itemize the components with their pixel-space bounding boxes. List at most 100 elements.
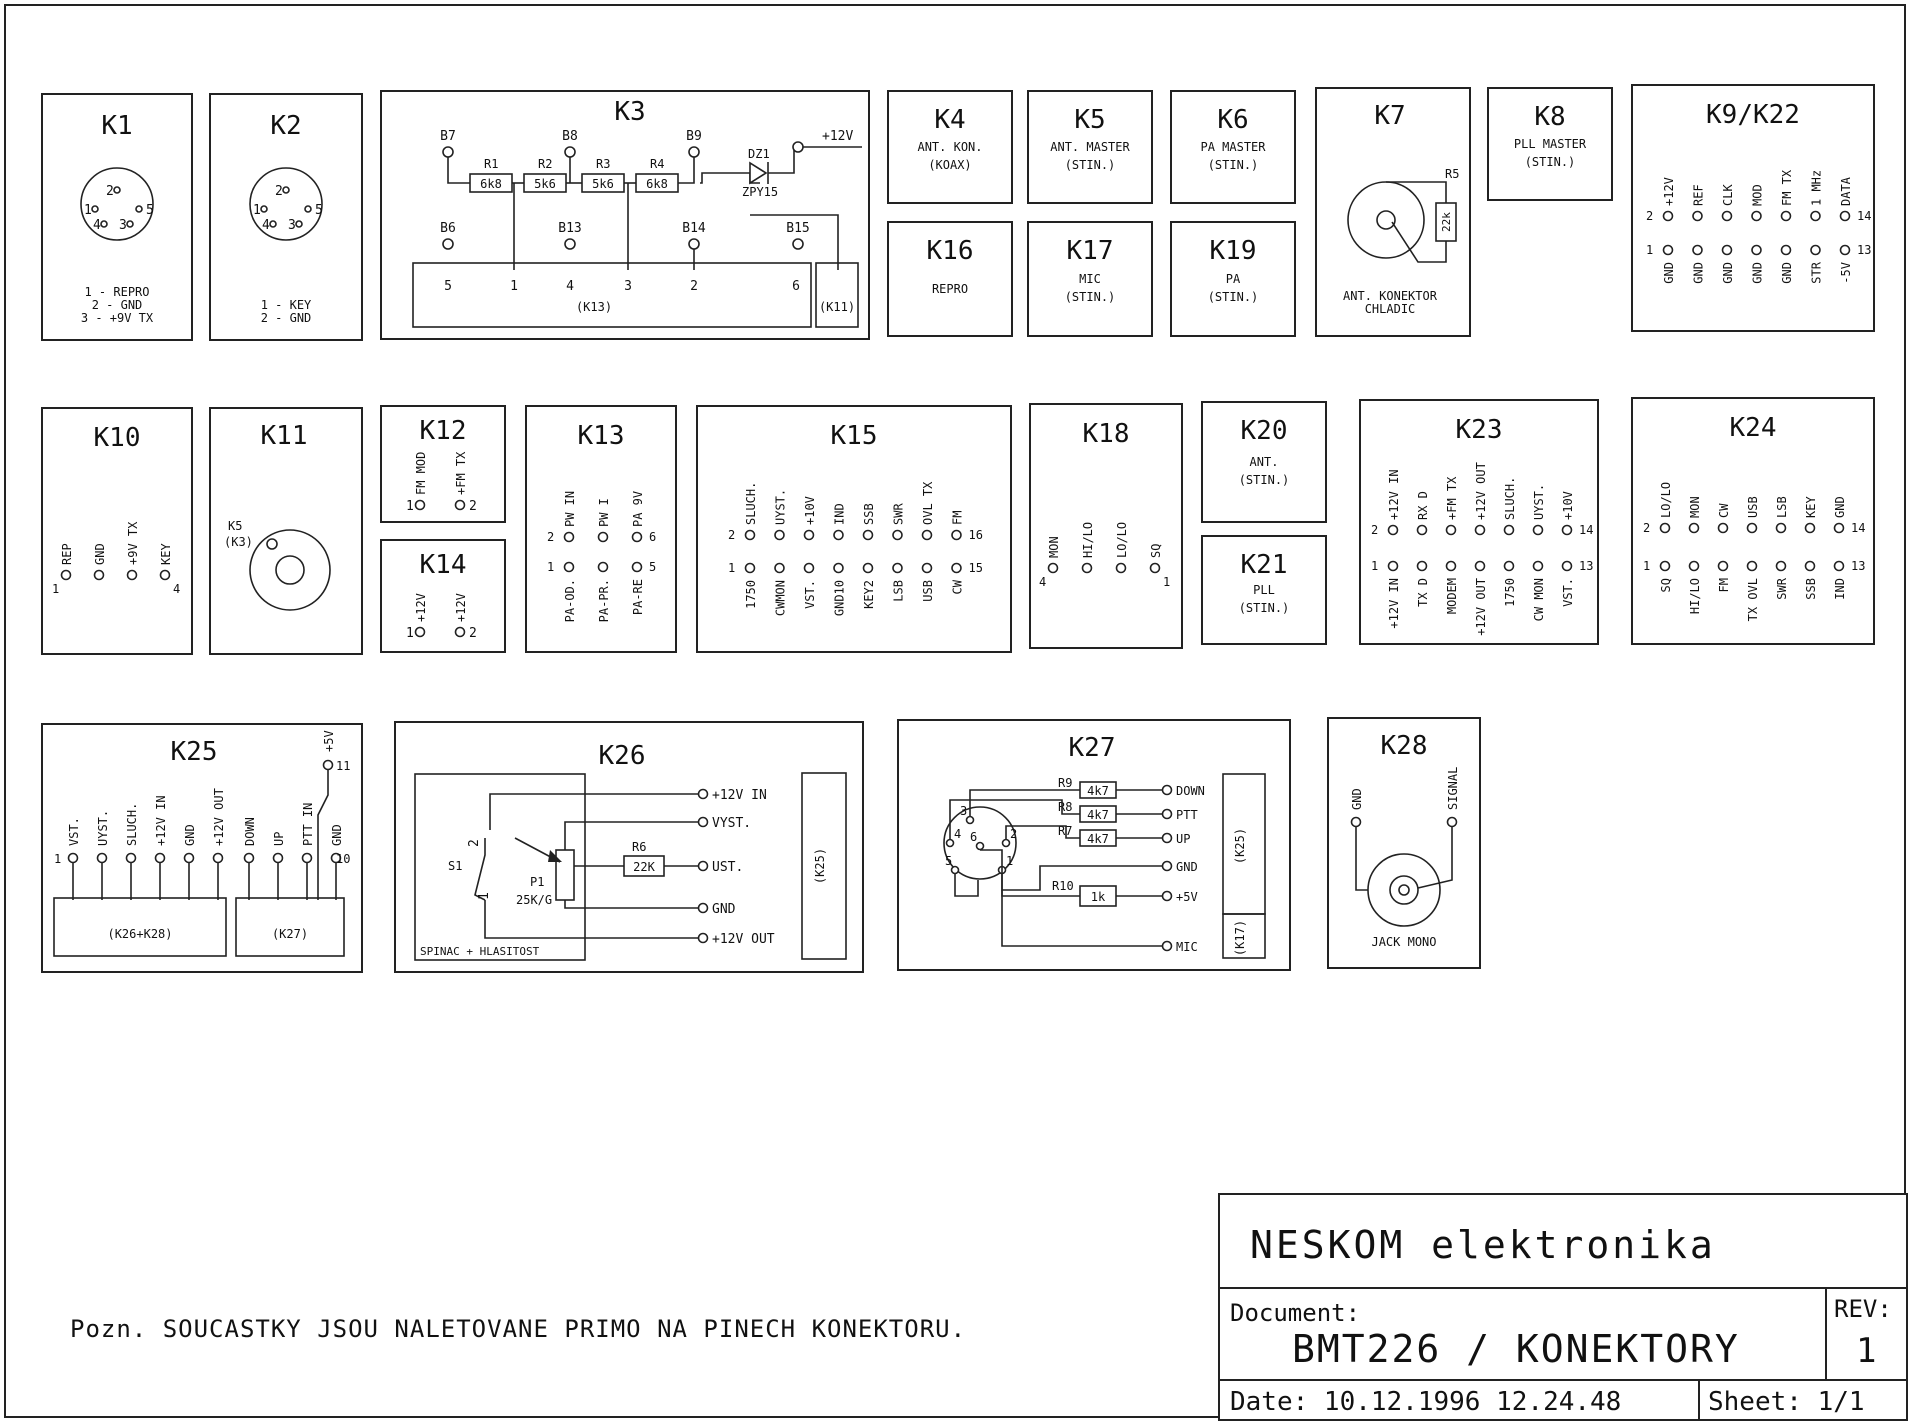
pin-number: 4 <box>954 827 961 841</box>
connector-description: REPRO <box>932 282 968 296</box>
connector-title: K11 <box>261 421 308 451</box>
pin-number: 1 <box>1163 575 1170 589</box>
pin-circle <box>330 852 342 864</box>
test-point <box>564 146 576 158</box>
pin-number: 13 <box>1851 559 1865 573</box>
supply-label: +12V <box>822 129 853 144</box>
connector-box <box>1327 717 1481 969</box>
pin-number: 1 <box>1643 559 1650 573</box>
output-label: +12V IN <box>712 788 767 803</box>
pin-circle <box>1804 560 1816 572</box>
connector-title: K6 <box>1217 105 1248 135</box>
box-label: (K13) <box>576 300 612 314</box>
pin-label: IND <box>833 503 847 525</box>
wire <box>750 214 839 270</box>
pin-number: 2 <box>547 530 554 544</box>
test-point <box>792 238 804 250</box>
pin-circle <box>921 562 933 574</box>
pin-label: CW <box>951 579 965 594</box>
pin-number: 1 <box>547 560 554 574</box>
connector-title: K20 <box>1241 416 1288 446</box>
connector-box <box>1315 87 1471 337</box>
pin-circle <box>1662 244 1674 256</box>
box-label: (K11) <box>819 300 855 314</box>
resistor-ref: R10 <box>1052 879 1074 893</box>
pin-label: SWR <box>1775 577 1789 599</box>
pin-number: 1 <box>54 852 61 866</box>
pin-label: MON <box>1688 496 1702 518</box>
din-pin <box>91 205 99 213</box>
pin-label: SIGNAL <box>1446 767 1460 810</box>
connector-box <box>1631 397 1875 645</box>
pin-label: GND <box>93 543 107 565</box>
pin-label: +12V IN <box>1387 578 1401 629</box>
pin-circle <box>1081 562 1093 574</box>
resistor-ref: R2 <box>538 157 552 171</box>
pin-label: HI/LO <box>1081 522 1095 558</box>
connector-title: K2 <box>270 111 301 141</box>
pin-number: 6 <box>970 830 977 844</box>
test-point-label: B13 <box>558 221 581 236</box>
connector-description: (STIN.) <box>1208 158 1259 172</box>
connector-box <box>1029 403 1183 649</box>
pin-label: FM MOD <box>414 452 428 495</box>
pin-circle <box>454 626 466 638</box>
pin-label: RX D <box>1416 491 1430 520</box>
connector-title: K26 <box>599 741 646 771</box>
pin-label: +12V IN <box>1387 469 1401 520</box>
pin-number: 11 <box>336 759 350 773</box>
connector-box <box>209 93 363 341</box>
connector-title: K12 <box>420 416 467 446</box>
box-label: (K17) <box>1233 920 1247 956</box>
resistor-ref: R6 <box>632 840 646 854</box>
connector-title: K3 <box>614 97 645 127</box>
pin-label: +12V IN <box>154 795 168 846</box>
pin-label: DATA <box>1839 176 1853 206</box>
connector-title: K9/K22 <box>1706 100 1800 130</box>
resistor-ref: R9 <box>1058 776 1072 790</box>
connector-box <box>887 221 1013 337</box>
pin-circle <box>212 852 224 864</box>
pin-circle <box>921 529 933 541</box>
pin-circle <box>862 529 874 541</box>
pin-circle <box>1416 560 1428 572</box>
pin-number: 2 <box>1643 521 1650 535</box>
pin-number: 2 <box>1646 209 1653 223</box>
k27-box <box>235 897 345 957</box>
pin-number: 16 <box>969 528 983 542</box>
pin-circle <box>951 562 962 574</box>
resistor-ref: R3 <box>596 157 610 171</box>
rev-label: REV: <box>1834 1295 1892 1323</box>
pin-number: 4 <box>173 582 180 596</box>
pin-circle <box>1387 560 1399 572</box>
pin-number: 6 <box>792 279 800 294</box>
pin-label: SSB <box>1804 578 1818 600</box>
pin-circle <box>1561 524 1573 536</box>
connector-description: PA MASTER <box>1200 140 1266 154</box>
connector-description: (STIN.) <box>1065 290 1116 304</box>
pin-circle <box>93 569 105 581</box>
pin-number: 13 <box>1579 559 1593 573</box>
din-pin <box>269 220 277 228</box>
connector-box <box>525 405 677 653</box>
pin-circle <box>951 529 962 541</box>
pin-circle <box>1804 522 1816 534</box>
box-label: SPINAC + HLASITOST <box>420 945 540 958</box>
pin-number: 4 <box>262 218 270 233</box>
output-terminal <box>697 860 709 872</box>
pin-number: 1 <box>728 561 735 575</box>
pin-label: IND <box>1833 578 1847 600</box>
resistor-value: 4k7 <box>1087 832 1109 846</box>
connector-description: ANT. KONEKTOR <box>1343 289 1438 303</box>
pin-label: UP <box>272 832 286 846</box>
pin-label: GND10 <box>833 580 847 616</box>
pin-circle <box>322 759 334 771</box>
pin-label: VST. <box>67 817 81 846</box>
resistor-ref: R5 <box>1445 167 1459 181</box>
output-label: +5V <box>1176 890 1198 904</box>
